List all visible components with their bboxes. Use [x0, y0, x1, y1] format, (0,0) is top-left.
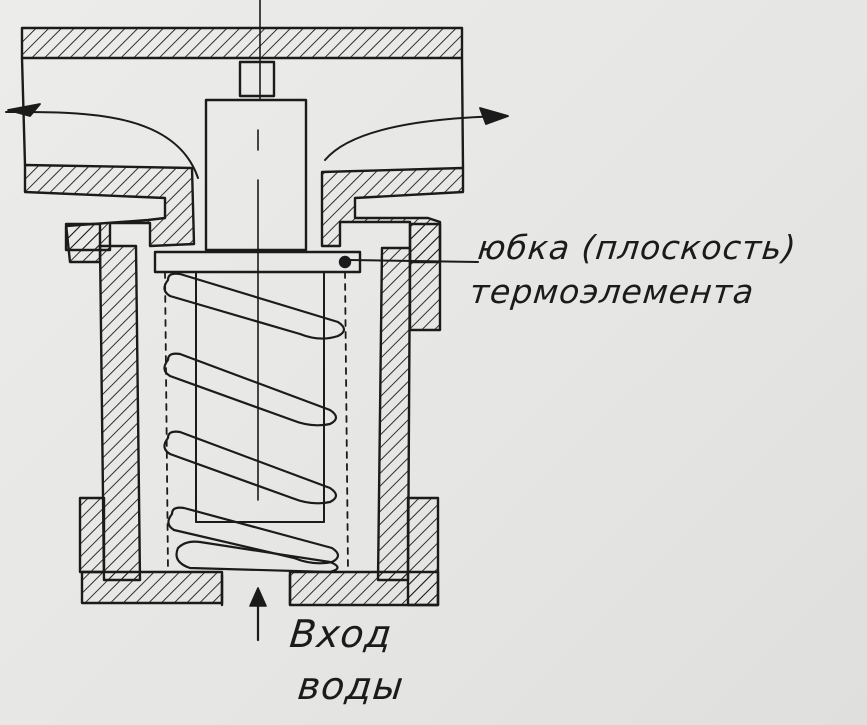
left-shoulder: [23, 163, 196, 252]
inlet-label-line1: Вход: [287, 612, 395, 656]
inlet-arrow-icon: [249, 587, 267, 607]
lower-left-flange: [78, 496, 106, 574]
axis-line: [257, 0, 261, 501]
chamber-right-wall: [460, 56, 465, 170]
bottom-cap-right: [288, 570, 440, 607]
skirt-label-line1: юбка (плоскость): [475, 228, 799, 267]
inner-sleeve-left: [164, 271, 169, 571]
inner-sleeve-right: [344, 271, 349, 571]
top-wall: [20, 26, 464, 60]
bottom-cap: [80, 570, 224, 605]
inlet-label-line2: воды: [295, 664, 407, 708]
body-right-wall: [376, 246, 412, 582]
outlet-arrow-left-icon: [7, 103, 41, 117]
piston-rod: [195, 271, 325, 523]
thermo-body: [204, 98, 308, 252]
stem-top: [238, 60, 276, 98]
skirt-label-line2: термоэлемента: [467, 272, 757, 311]
flow-curve-left: [5, 110, 199, 179]
body-left-wall: [98, 244, 142, 582]
outlet-arrow-right-icon: [479, 107, 509, 125]
outer-right-wall: [408, 222, 442, 332]
skirt-pin: [338, 255, 352, 269]
inlet-port: [220, 573, 292, 607]
label-leader: [349, 259, 479, 263]
spring: [163, 272, 346, 574]
flow-curve-right: [324, 115, 506, 161]
outer-left-wall: [64, 222, 102, 264]
